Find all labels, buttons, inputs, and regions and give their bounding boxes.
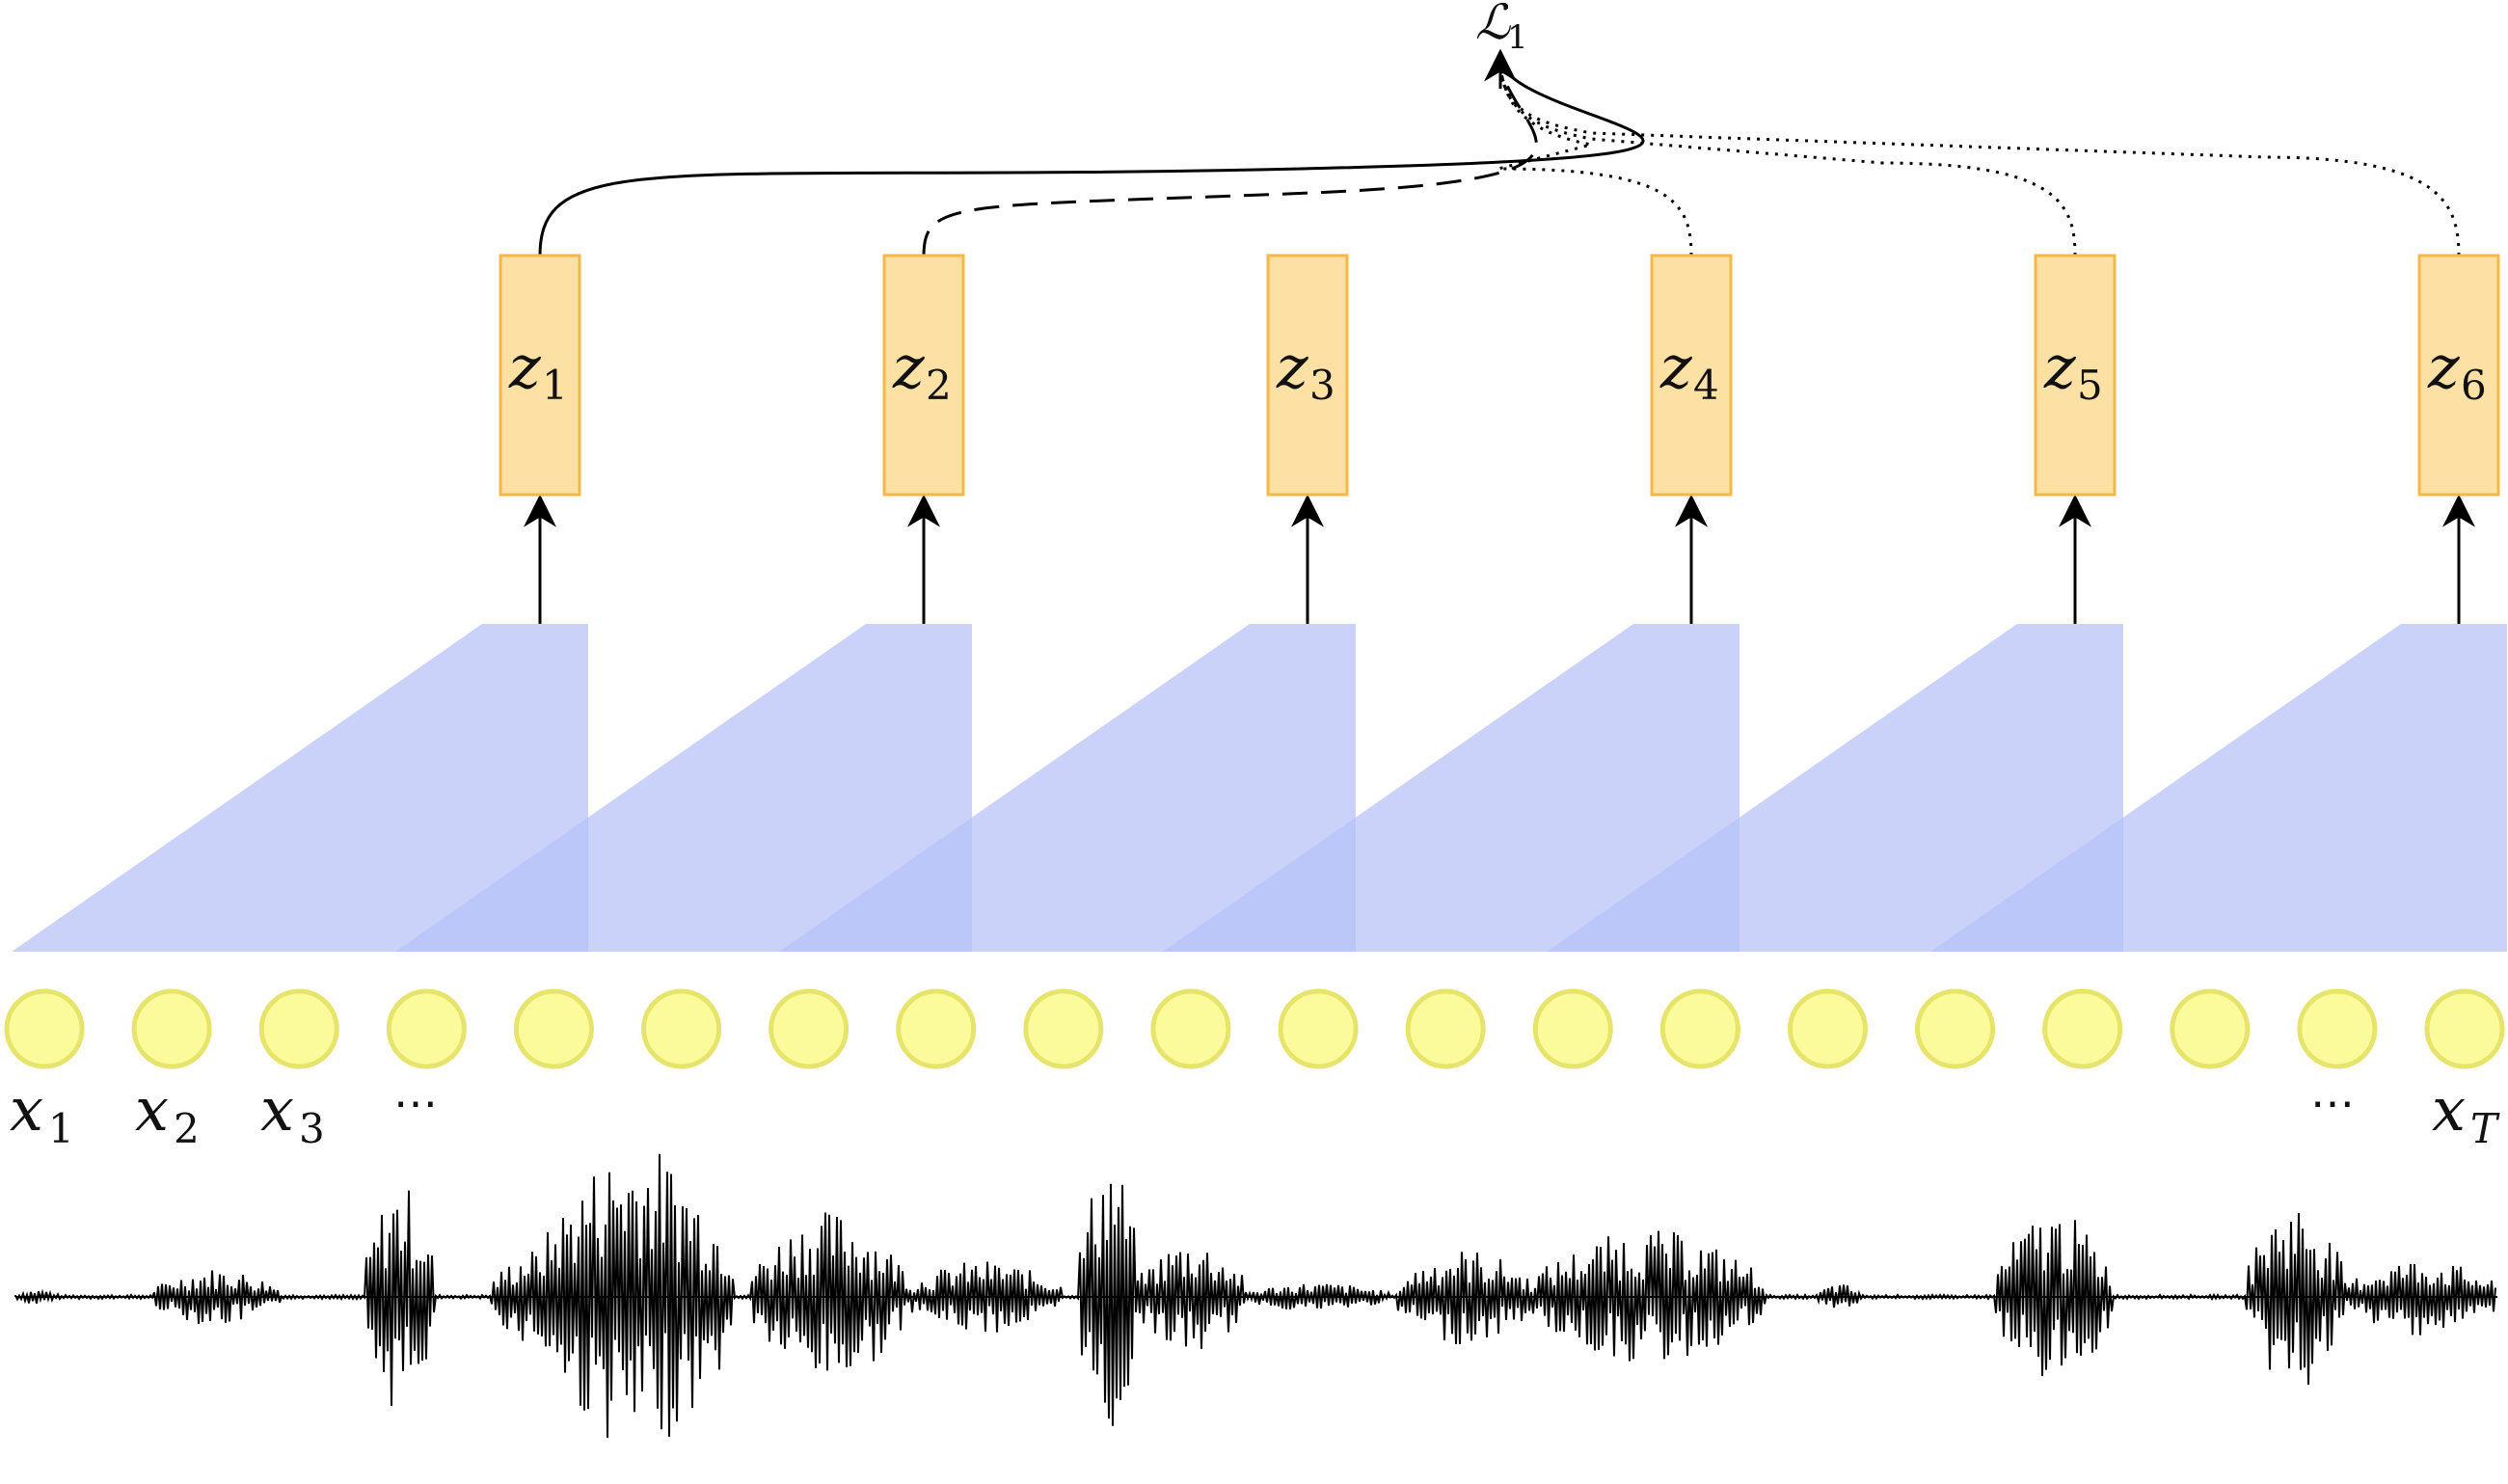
loss-links xyxy=(538,48,2461,256)
z-subscript: 2 xyxy=(926,362,952,409)
receptive-fields xyxy=(12,624,2507,952)
z-subscript: 4 xyxy=(1693,362,1719,409)
input-node-14 xyxy=(1659,988,1740,1069)
x-subscript: 1 xyxy=(48,1105,74,1152)
z-var: z xyxy=(1276,332,1308,402)
input-node-16 xyxy=(1915,988,1996,1069)
input-node-11 xyxy=(1278,988,1359,1069)
x-var: x xyxy=(260,1074,294,1145)
input-node-13 xyxy=(1532,988,1613,1069)
input-node-12 xyxy=(1405,988,1486,1069)
encoder-outputs: z 1 z 2 z 3 z 4 z 5 z 6 xyxy=(499,254,2500,497)
input-label-x1: x 1 xyxy=(10,1074,74,1152)
z-var: z xyxy=(2043,332,2076,402)
receptive-field-3 xyxy=(779,624,1356,952)
x-var: x xyxy=(10,1074,43,1145)
input-node-3 xyxy=(258,988,339,1069)
input-node-5 xyxy=(513,988,594,1069)
input-node-15 xyxy=(1787,988,1868,1069)
input-node-17 xyxy=(2042,988,2123,1069)
loss-link-1 xyxy=(538,57,1645,256)
x-subscript: T xyxy=(2470,1105,2500,1152)
loss-link-5 xyxy=(1498,57,2077,256)
z-box-2: z 2 xyxy=(882,254,965,497)
input-node-8 xyxy=(896,988,977,1069)
input-node-20 xyxy=(2424,988,2505,1069)
input-node-4 xyxy=(386,988,467,1069)
z-box-6: z 6 xyxy=(2417,254,2500,497)
ellipsis-right: ⋯ xyxy=(2310,1077,2355,1129)
z-box-3: z 3 xyxy=(1266,254,1349,497)
loss-label: ℒ 1 xyxy=(1475,0,1528,57)
encoder-arrows xyxy=(524,494,2475,624)
z-var: z xyxy=(2427,332,2460,402)
loss-link-2 xyxy=(922,57,1538,256)
loss-link-6 xyxy=(1498,57,2461,256)
z-var: z xyxy=(892,332,925,402)
z-box-rect xyxy=(2034,254,2117,497)
ellipsis-left: ⋯ xyxy=(393,1077,438,1129)
input-node-18 xyxy=(2170,988,2251,1069)
z-subscript: 6 xyxy=(2461,362,2487,409)
loss-symbol: ℒ xyxy=(1475,0,1511,50)
receptive-field-1 xyxy=(12,624,588,952)
receptive-field-2 xyxy=(395,624,972,952)
input-node-7 xyxy=(769,988,849,1069)
z-var: z xyxy=(508,332,541,402)
receptive-field-6 xyxy=(1930,624,2507,952)
input-node-1 xyxy=(4,988,85,1069)
z-subscript: 5 xyxy=(2077,362,2103,409)
z-box-rect xyxy=(1266,254,1349,497)
loss-subscript: 1 xyxy=(1507,18,1528,57)
x-subscript: 3 xyxy=(299,1105,325,1152)
z-subscript: 3 xyxy=(1309,362,1335,409)
input-node-9 xyxy=(1023,988,1104,1069)
loss-link-4 xyxy=(1497,57,1693,256)
receptive-field-5 xyxy=(1547,624,2123,952)
input-node-19 xyxy=(2297,988,2378,1069)
z-box-rect xyxy=(1650,254,1733,497)
audio-waveform xyxy=(14,1153,2497,1439)
input-label-xT: x T xyxy=(2432,1074,2500,1152)
z-box-rect xyxy=(882,254,965,497)
receptive-field-4 xyxy=(1163,624,1739,952)
x-var: x xyxy=(135,1074,169,1145)
z-box-1: z 1 xyxy=(499,254,581,497)
input-node-2 xyxy=(131,988,212,1069)
z-box-rect xyxy=(499,254,581,497)
waveform-signal xyxy=(14,1153,2496,1439)
x-var: x xyxy=(2432,1074,2466,1145)
input-label-x2: x 2 xyxy=(135,1074,200,1152)
z-var: z xyxy=(1659,332,1692,402)
z-box-4: z 4 xyxy=(1650,254,1733,497)
input-node-10 xyxy=(1150,988,1231,1069)
input-nodes xyxy=(4,988,2505,1069)
z-box-5: z 5 xyxy=(2034,254,2117,497)
z-box-rect xyxy=(2417,254,2500,497)
x-subscript: 2 xyxy=(174,1105,200,1152)
input-labels: x 1 x 2 x 3 ⋯ ⋯ x T xyxy=(10,1074,2500,1152)
z-subscript: 1 xyxy=(542,362,568,409)
input-node-6 xyxy=(641,988,722,1069)
input-label-x3: x 3 xyxy=(260,1074,325,1152)
